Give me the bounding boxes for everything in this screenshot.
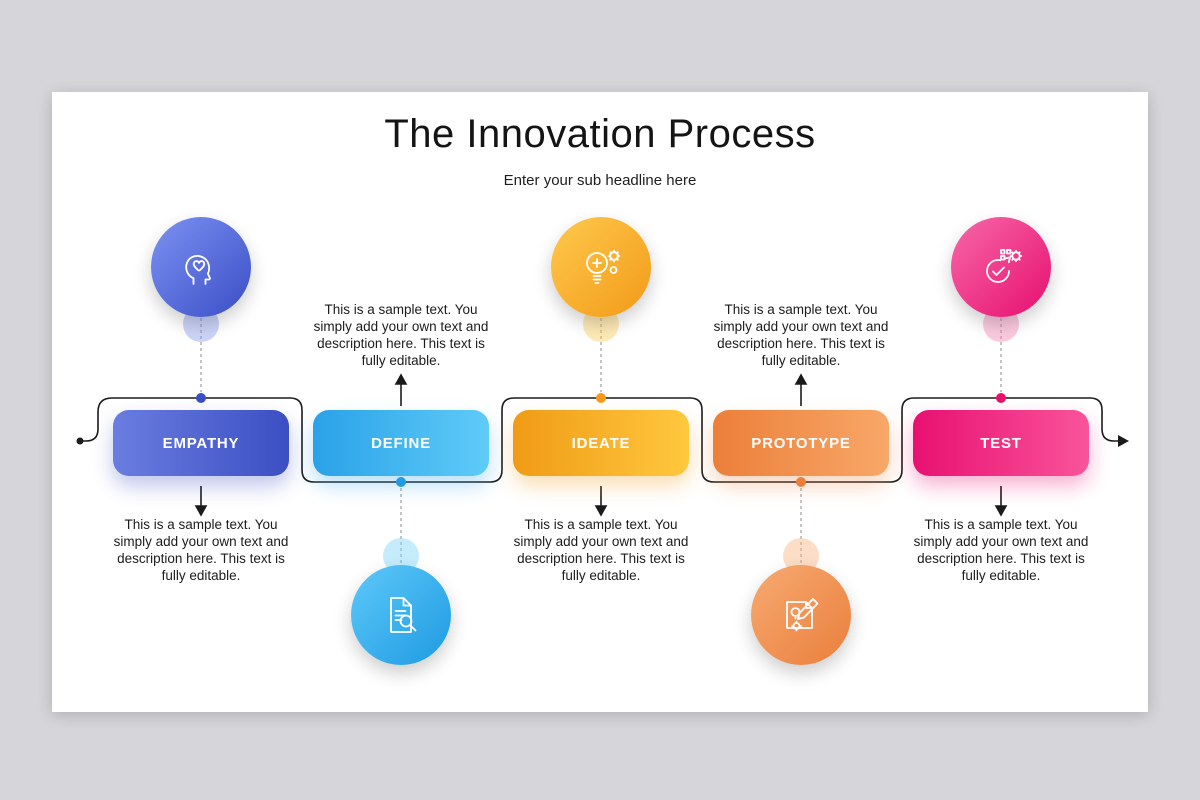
step-label: DEFINE: [371, 434, 431, 452]
node-dot-test: [996, 393, 1006, 403]
description-arrows: [194, 373, 1008, 517]
lightbulb-gears-icon: [586, 249, 621, 284]
timeline-connector: [76, 318, 1129, 563]
node-dot-prototype: [796, 477, 806, 487]
step-description-empathy: This is a sample text. You simply add yo…: [113, 517, 289, 583]
step-pill-define: DEFINE: [313, 410, 489, 476]
step-pill-empathy: EMPATHY: [113, 410, 289, 476]
step-pill-prototype: PROTOTYPE: [713, 410, 889, 476]
head-heart-icon: [185, 255, 211, 285]
step-description-test: This is a sample text. You simply add yo…: [913, 517, 1089, 583]
gauge-check-icon: [986, 249, 1023, 283]
step-label: EMPATHY: [162, 434, 240, 452]
step-description-ideate: This is a sample text. You simply add yo…: [513, 517, 689, 583]
step-label: IDEATE: [571, 434, 631, 452]
page-title: The Innovation Process: [384, 112, 816, 156]
document-magnifier-icon: [390, 597, 417, 633]
line-end-arrow-icon: [1118, 435, 1129, 447]
blueprint-pencil-icon: [786, 598, 819, 632]
slide: The Innovation Process Enter your sub he…: [52, 92, 1148, 712]
step-pill-ideate: IDEATE: [513, 410, 689, 476]
step-label: TEST: [980, 434, 1022, 452]
step-label: PROTOTYPE: [751, 434, 851, 452]
page-subtitle: Enter your sub headline here: [503, 172, 697, 189]
empathy-icon-circle: [151, 217, 251, 317]
step-pill-test: TEST: [913, 410, 1089, 476]
step-description-define: This is a sample text. You simply add yo…: [313, 302, 489, 368]
prototype-icon-circle: [751, 565, 851, 665]
step-description-prototype: This is a sample text. You simply add yo…: [713, 302, 889, 368]
define-icon-circle: [351, 565, 451, 665]
line-start-dot: [76, 437, 84, 445]
ideate-icon-circle: [551, 217, 651, 317]
node-dot-define: [396, 477, 406, 487]
node-dot-empathy: [196, 393, 206, 403]
test-icon-circle: [951, 217, 1051, 317]
node-dot-ideate: [596, 393, 606, 403]
dashed-connectors: [200, 318, 1002, 563]
